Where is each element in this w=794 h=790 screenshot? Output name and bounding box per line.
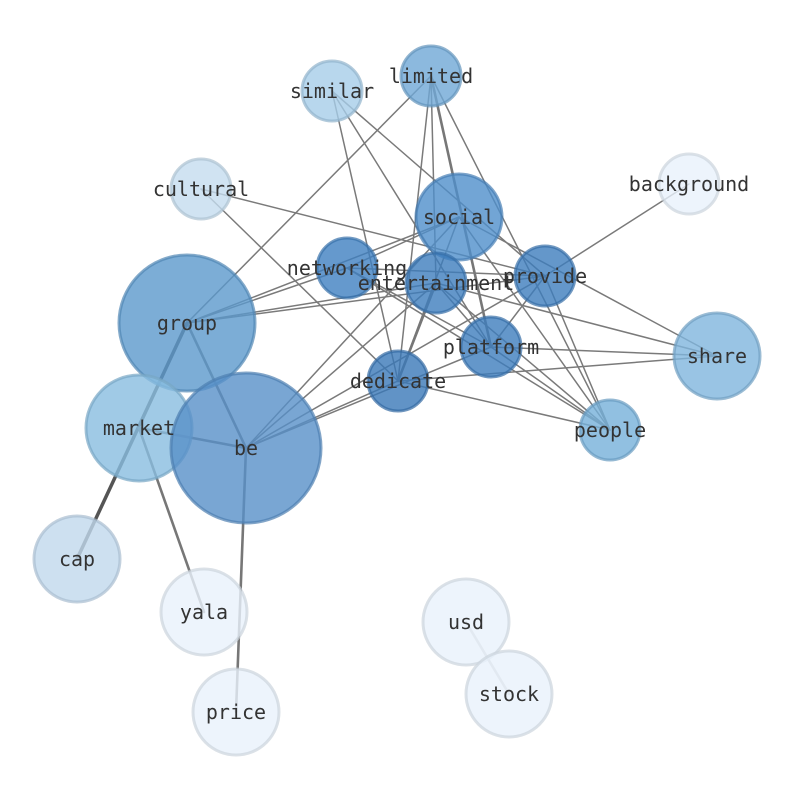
node-group[interactable] [117, 253, 257, 393]
node-entertainment[interactable] [404, 251, 468, 315]
node-label-networking: networking [287, 256, 407, 280]
node-label-similar: similar [290, 79, 374, 103]
node-networking[interactable] [315, 236, 379, 300]
edge-entertainment-share [435, 282, 718, 357]
node-social[interactable] [414, 172, 504, 262]
node-limited[interactable] [399, 44, 463, 108]
node-label-provide: provide [503, 264, 587, 288]
node-background[interactable] [657, 152, 721, 216]
node-similar[interactable] [300, 59, 364, 123]
node-label-market: market [103, 416, 175, 440]
node-cap[interactable] [32, 514, 122, 604]
node-people[interactable] [578, 398, 642, 462]
node-label-platform: platform [443, 335, 539, 359]
edge-limited-people [430, 75, 611, 431]
node-label-entertainment: entertainment [358, 271, 515, 295]
node-usd[interactable] [421, 577, 511, 667]
edge-similar-dedicate [331, 90, 399, 382]
edge-social-share [458, 216, 718, 357]
node-platform[interactable] [459, 315, 523, 379]
node-label-group: group [157, 311, 217, 335]
node-label-limited: limited [389, 64, 473, 88]
node-label-cap: cap [59, 547, 95, 571]
node-layer [32, 44, 762, 757]
edge-dedicate-people [397, 380, 611, 431]
label-layer: limited similar cultural background social ne… [59, 64, 749, 724]
node-label-stock: stock [479, 682, 539, 706]
node-label-be: be [234, 436, 258, 460]
edge-limited-dedicate [397, 75, 432, 382]
node-label-cultural: cultural [153, 177, 249, 201]
node-be[interactable] [169, 371, 323, 525]
node-label-price: price [206, 700, 266, 724]
node-label-share: share [687, 344, 747, 368]
node-label-dedicate: dedicate [350, 369, 446, 393]
edge-similar-platform [331, 90, 492, 348]
node-price[interactable] [191, 667, 281, 757]
node-stock[interactable] [464, 649, 554, 739]
node-label-background: background [629, 172, 749, 196]
node-share[interactable] [672, 311, 762, 401]
node-yala[interactable] [159, 567, 249, 657]
edge-cultural-provide [200, 188, 546, 277]
node-label-usd: usd [448, 610, 484, 634]
edge-dedicate-share [397, 355, 718, 382]
node-label-people: people [574, 418, 646, 442]
node-cultural[interactable] [169, 157, 233, 221]
node-provide[interactable] [513, 244, 577, 308]
node-label-social: social [423, 205, 495, 229]
edge-entertainment-people [435, 282, 611, 431]
node-label-yala: yala [180, 600, 228, 624]
node-dedicate[interactable] [366, 349, 430, 413]
